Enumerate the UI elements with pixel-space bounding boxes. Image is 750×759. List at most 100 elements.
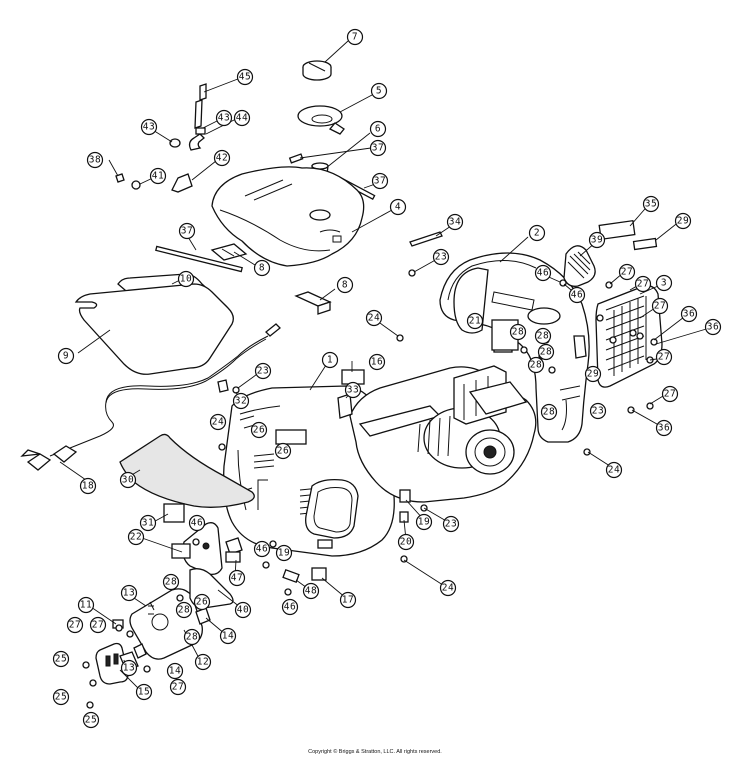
svg-text:33: 33 bbox=[347, 385, 359, 396]
svg-text:11: 11 bbox=[80, 600, 92, 611]
decal-35 bbox=[598, 219, 636, 241]
grommet-14 bbox=[133, 607, 211, 659]
callout-43b: 43 bbox=[215, 109, 233, 127]
svg-text:26: 26 bbox=[253, 425, 265, 436]
svg-text:48: 48 bbox=[305, 586, 317, 597]
callout-28e: 28 bbox=[540, 403, 558, 421]
callout-36c: 36 bbox=[655, 419, 673, 437]
callout-27f: 27 bbox=[66, 616, 84, 634]
callout-26b: 26 bbox=[274, 442, 292, 460]
svg-text:41: 41 bbox=[152, 171, 164, 182]
callout-20: 20 bbox=[397, 533, 415, 551]
control-panel-22 bbox=[171, 522, 223, 576]
callout-9: 9 bbox=[57, 347, 75, 365]
svg-text:15: 15 bbox=[138, 687, 150, 698]
svg-text:27: 27 bbox=[664, 389, 676, 400]
svg-text:28: 28 bbox=[512, 327, 524, 338]
callout-24d: 24 bbox=[439, 579, 457, 597]
svg-text:47: 47 bbox=[231, 573, 243, 584]
svg-text:27: 27 bbox=[621, 267, 633, 278]
svg-text:37: 37 bbox=[374, 176, 386, 187]
callout-31: 31 bbox=[139, 514, 157, 532]
svg-text:32: 32 bbox=[235, 396, 247, 407]
svg-text:1: 1 bbox=[327, 355, 333, 366]
svg-text:13: 13 bbox=[123, 588, 135, 599]
callout-25b: 25 bbox=[52, 688, 70, 706]
svg-text:24: 24 bbox=[442, 583, 454, 594]
engine-alternator-assembly bbox=[349, 365, 537, 503]
copyright-notice: Copyright © Briggs & Stratton, LLC. All … bbox=[308, 749, 442, 755]
callout-28f: 28 bbox=[162, 573, 180, 591]
callout-33: 33 bbox=[344, 381, 362, 399]
callout-28h: 28 bbox=[183, 628, 201, 646]
svg-text:24: 24 bbox=[368, 313, 380, 324]
svg-text:46: 46 bbox=[191, 518, 203, 529]
callout-37a: 37 bbox=[369, 139, 387, 157]
svg-text:19: 19 bbox=[278, 548, 290, 559]
fuel-tank bbox=[211, 166, 365, 267]
callout-30: 30 bbox=[119, 471, 137, 489]
svg-text:17: 17 bbox=[342, 595, 354, 606]
base-tray-9 bbox=[74, 283, 234, 375]
svg-text:44: 44 bbox=[236, 113, 248, 124]
fuel-level-tube-45 bbox=[199, 83, 207, 101]
svg-text:37: 37 bbox=[372, 143, 384, 154]
callout-39: 39 bbox=[588, 231, 606, 249]
callout-1: 1 bbox=[321, 351, 339, 369]
svg-text:28: 28 bbox=[178, 605, 190, 616]
callout-28b: 28 bbox=[534, 327, 552, 345]
callout-46e: 46 bbox=[281, 598, 299, 616]
callout-47: 47 bbox=[228, 569, 246, 587]
callout-24a: 24 bbox=[365, 309, 383, 327]
tank-bracket-a bbox=[210, 243, 248, 261]
decal-31 bbox=[163, 503, 185, 523]
svg-text:19: 19 bbox=[418, 517, 430, 528]
callout-26c: 26 bbox=[193, 593, 211, 611]
svg-text:45: 45 bbox=[239, 72, 251, 83]
callout-37c: 37 bbox=[178, 222, 196, 240]
fastener-set bbox=[82, 269, 658, 709]
svg-text:28: 28 bbox=[537, 331, 549, 342]
tank-pad bbox=[288, 153, 304, 164]
callout-45: 45 bbox=[236, 68, 254, 86]
air-filter-cover-39 bbox=[563, 245, 596, 287]
outlet-15 bbox=[95, 642, 129, 685]
callout-7: 7 bbox=[346, 28, 364, 46]
svg-text:20: 20 bbox=[400, 537, 412, 548]
battery-charging-cable bbox=[20, 323, 281, 471]
callout-16: 16 bbox=[368, 353, 386, 371]
svg-text:21: 21 bbox=[469, 316, 481, 327]
hose-clamp bbox=[131, 180, 141, 190]
callout-23b: 23 bbox=[254, 362, 272, 380]
callout-8b: 8 bbox=[336, 276, 354, 294]
callout-23d: 23 bbox=[442, 515, 460, 533]
callout-43a: 43 bbox=[140, 118, 158, 136]
callout-3: 3 bbox=[655, 274, 673, 292]
callout-27a: 27 bbox=[618, 263, 636, 281]
svg-text:36: 36 bbox=[683, 309, 695, 320]
svg-text:42: 42 bbox=[216, 153, 228, 164]
callout-15: 15 bbox=[135, 683, 153, 701]
callout-27g: 27 bbox=[89, 616, 107, 634]
svg-text:23: 23 bbox=[592, 406, 604, 417]
callout-25c: 25 bbox=[82, 711, 100, 729]
callout-26a: 26 bbox=[250, 421, 268, 439]
callout-27c: 27 bbox=[651, 297, 669, 315]
callout-24c: 24 bbox=[605, 461, 623, 479]
svg-text:38: 38 bbox=[89, 155, 101, 166]
callout-14b: 14 bbox=[166, 662, 184, 680]
callout-28a: 28 bbox=[509, 323, 527, 341]
svg-text:36: 36 bbox=[658, 423, 670, 434]
callout-10: 10 bbox=[177, 270, 195, 288]
svg-text:26: 26 bbox=[196, 597, 208, 608]
decal-16 bbox=[341, 369, 365, 385]
callout-46a: 46 bbox=[534, 264, 552, 282]
callout-13b: 13 bbox=[120, 659, 138, 677]
callout-24b: 24 bbox=[209, 413, 227, 431]
svg-text:29: 29 bbox=[677, 216, 689, 227]
svg-text:28: 28 bbox=[540, 347, 552, 358]
callout-14a: 14 bbox=[219, 627, 237, 645]
svg-text:22: 22 bbox=[130, 532, 142, 543]
svg-text:16: 16 bbox=[371, 357, 383, 368]
